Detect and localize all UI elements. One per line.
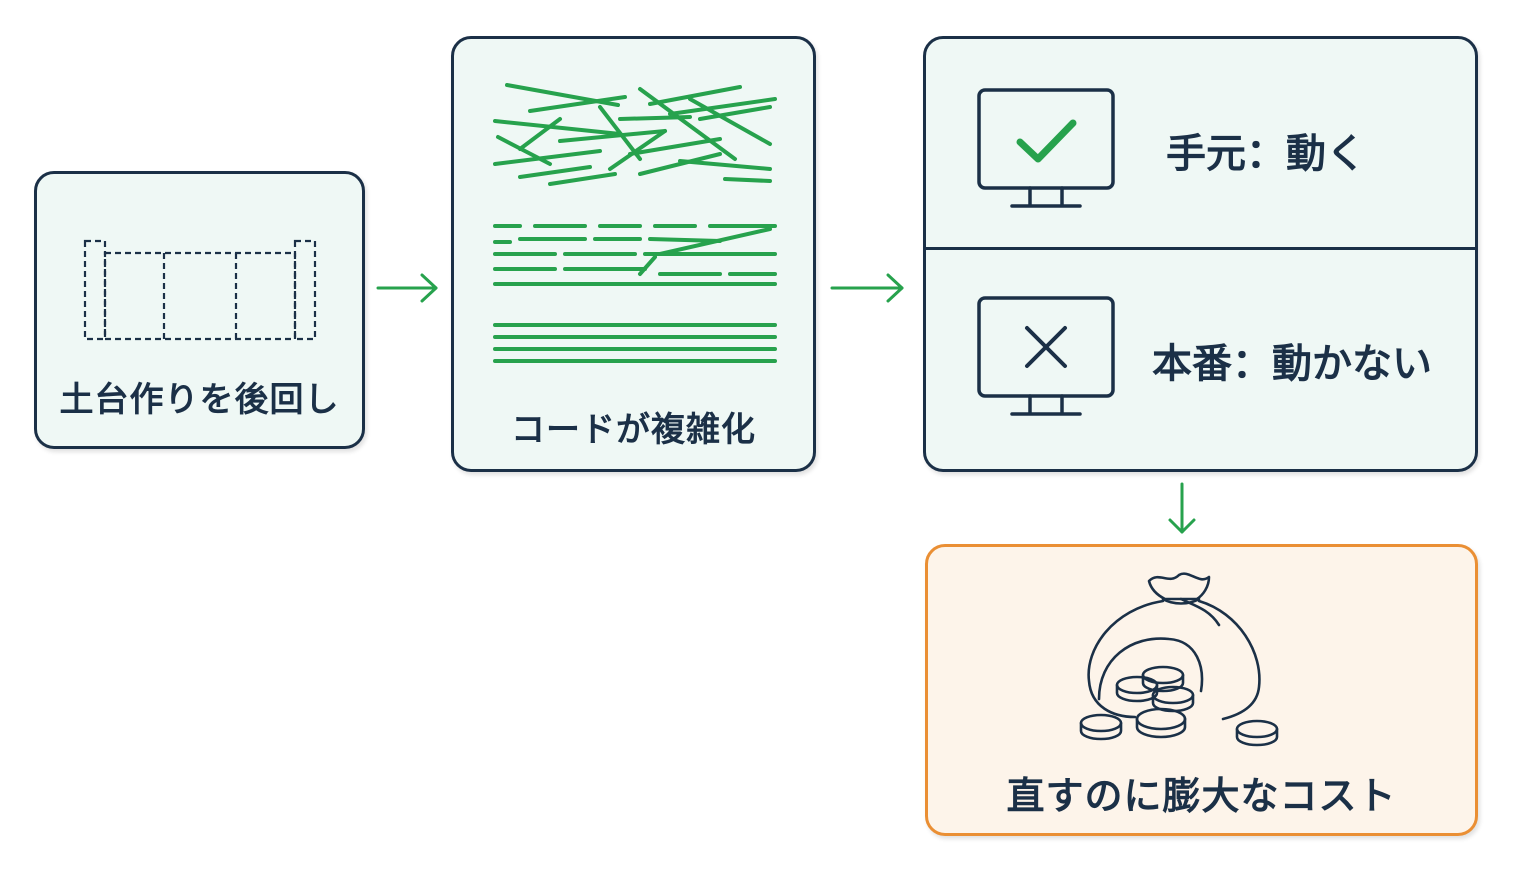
dashed-foundation-icon xyxy=(83,239,317,341)
environment-label-production: 本番：動かない xyxy=(1152,341,1432,387)
tangled-code-lines-icon xyxy=(493,83,777,363)
step-label-foundation: 土台作りを後回し xyxy=(59,380,340,420)
monitor-x-icon xyxy=(977,296,1115,416)
arrow-right-icon xyxy=(830,273,904,303)
money-bag-coins-icon xyxy=(1079,572,1279,747)
step-box-complex-code: コードが複雑化 xyxy=(451,36,816,472)
environment-label-local: 手元：動く xyxy=(1166,131,1366,177)
step-box-foundation: 土台作りを後回し xyxy=(34,171,365,449)
step-label-complex-code: コードが複雑化 xyxy=(511,410,756,450)
arrow-down-icon xyxy=(1168,482,1196,534)
arrow-right-icon xyxy=(376,273,438,303)
environment-divider xyxy=(926,247,1475,250)
outcome-label-cost: 直すのに膨大なコスト xyxy=(1006,774,1397,818)
environment-comparison-box: 手元：動く 本番：動かない xyxy=(923,36,1478,472)
monitor-check-icon xyxy=(977,88,1115,208)
outcome-box-cost: 直すのに膨大なコスト xyxy=(925,544,1478,836)
